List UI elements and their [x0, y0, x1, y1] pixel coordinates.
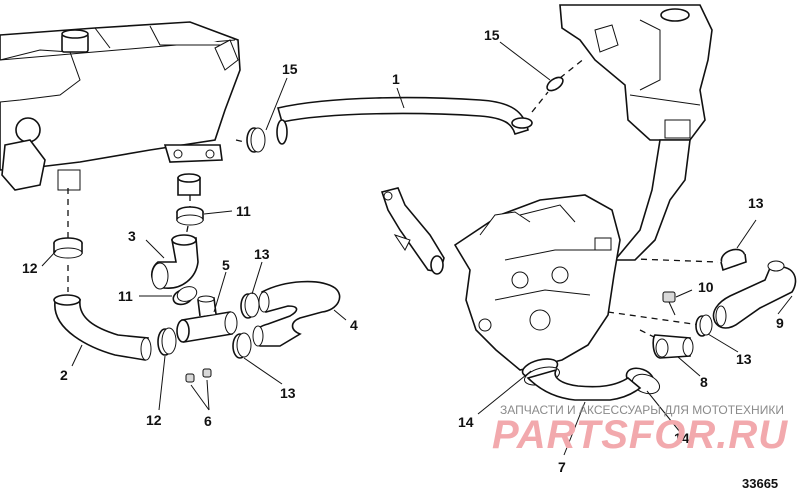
clamp-13-lower-left: [232, 332, 252, 359]
clamp-15-right: [546, 76, 564, 92]
callout-1: 1: [392, 71, 400, 87]
clamp-13-lower-right: [695, 314, 713, 337]
plugs-6: [185, 368, 212, 383]
hose-7: [526, 368, 642, 401]
callout-15-left: 15: [282, 61, 298, 77]
tee-fitting-8: [652, 334, 694, 359]
callout-5: 5: [222, 257, 230, 273]
leader-lines: [41, 41, 793, 456]
clamp-13-upper-left: [240, 292, 260, 319]
engine-assembly-right: [380, 4, 713, 371]
elbow-hose-3: [151, 234, 199, 290]
clamp-11-upper: [176, 206, 204, 226]
clamp-15-left: [246, 127, 266, 153]
callout-15-right: 15: [484, 27, 500, 43]
callout-14-left: 14: [458, 414, 474, 430]
watermark: ЗАПЧАСТИ И АКСЕССУАРЫ ДЛЯ МОТОТЕХНИКИ PA…: [492, 403, 788, 457]
clamp-12-upper: [53, 237, 83, 259]
callout-13-upper-right: 13: [748, 195, 764, 211]
figure-number: 33665: [742, 476, 778, 491]
callout-9: 9: [776, 315, 784, 331]
callout-2: 2: [60, 367, 68, 383]
callout-7: 7: [558, 459, 566, 475]
hose-1: [276, 96, 533, 145]
callout-4: 4: [350, 317, 358, 333]
callout-11-upper: 11: [236, 203, 251, 219]
callout-8: 8: [700, 374, 708, 390]
clamp-12-lower: [157, 327, 177, 356]
callout-labels: 15 1 15 11 3 12 5 13 11 4 2 12 6 13 13 1…: [22, 27, 784, 475]
callout-3: 3: [128, 228, 136, 244]
watermark-brand: PARTSFOR.RU: [492, 413, 788, 457]
callout-14-right: 14: [674, 430, 690, 446]
callout-10: 10: [698, 279, 714, 295]
clamp-13-upper-right: [720, 248, 747, 272]
callout-13-upper-left: 13: [254, 246, 270, 262]
heat-exchanger-block: [0, 21, 241, 196]
tee-fitting-5: [176, 295, 238, 343]
callout-12-upper: 12: [22, 260, 38, 276]
hose-9: [712, 260, 797, 329]
hose-4: [252, 280, 341, 347]
callout-13-lower-right: 13: [736, 351, 752, 367]
callout-11-lower: 11: [118, 288, 133, 304]
temperature-sensor-10: [662, 291, 676, 316]
callout-6: 6: [204, 413, 212, 429]
hose-2: [53, 294, 152, 361]
callout-13-lower-left: 13: [280, 385, 296, 401]
watermark-caption: ЗАПЧАСТИ И АКСЕССУАРЫ ДЛЯ МОТОТЕХНИКИ: [500, 403, 784, 417]
assembly-centerlines: [67, 57, 719, 360]
callout-12-lower: 12: [146, 412, 162, 428]
clamp-11-lower: [172, 286, 198, 306]
